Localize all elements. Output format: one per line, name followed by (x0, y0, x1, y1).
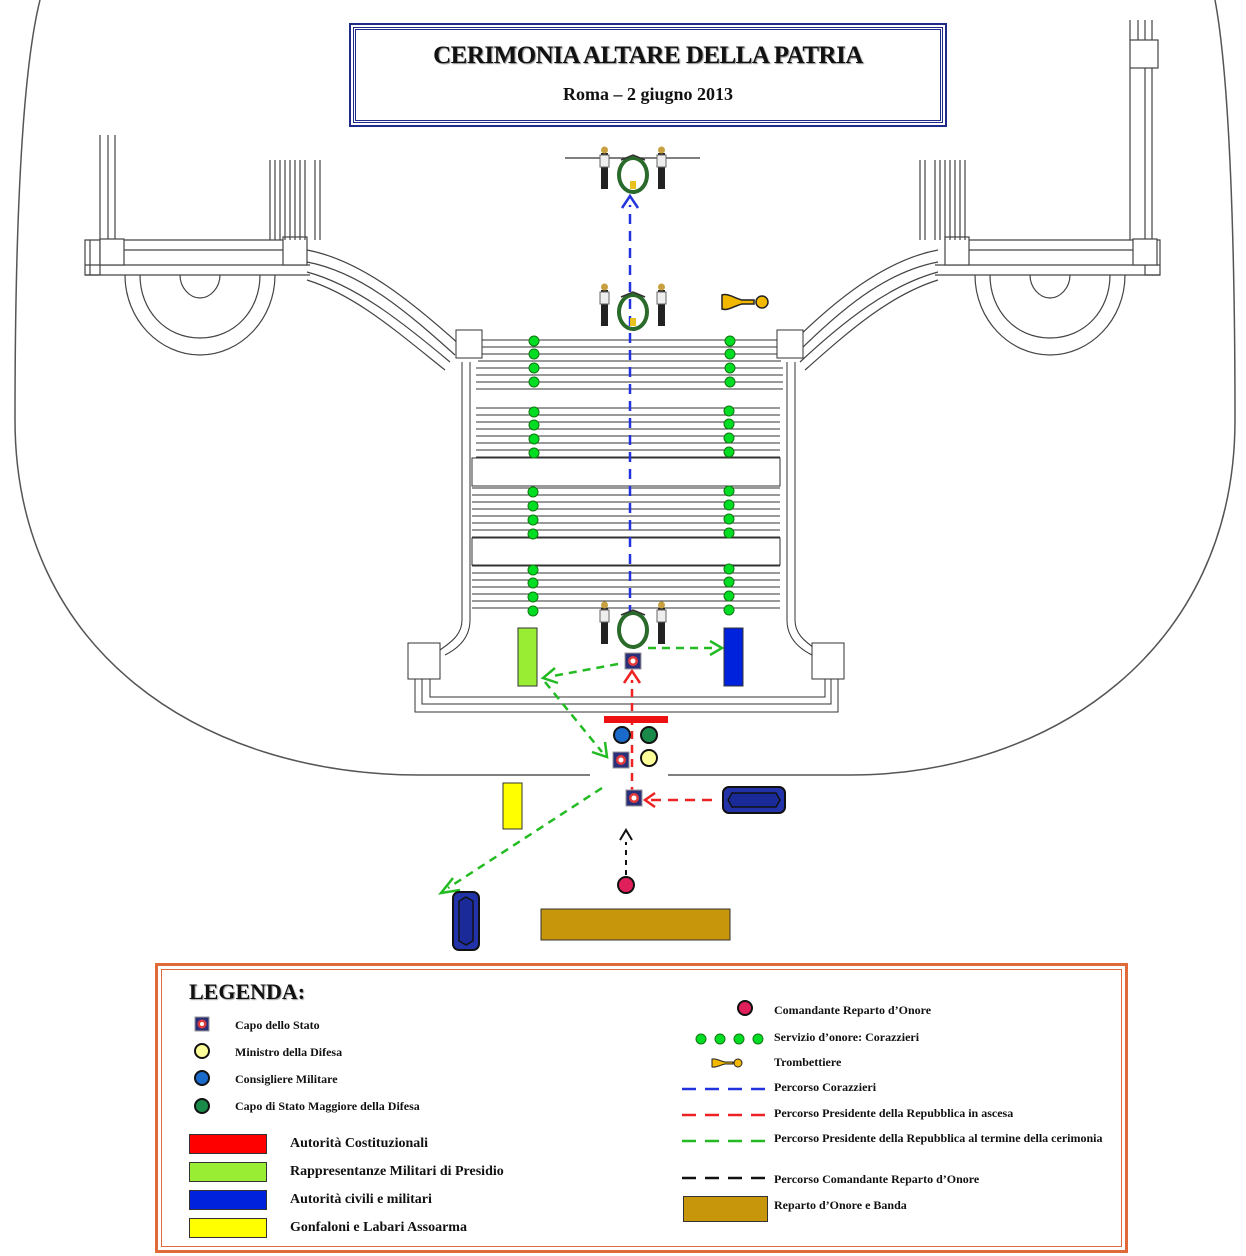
car-left-icon (452, 891, 480, 951)
consigliere-militare-marker (613, 726, 631, 744)
legend-item-capo-stato-maggiore: Capo di Stato Maggiore della Difesa (235, 1099, 420, 1113)
comandante-icon (737, 1000, 753, 1016)
page-subtitle: Roma – 2 giugno 2013 (562, 84, 733, 104)
capo-stato-icon (194, 1016, 210, 1032)
left-wing (84, 135, 461, 371)
capo-stato-icon-2 (612, 751, 630, 769)
title-box: CERIMONIA ALTARE DELLA PATRIA Roma – 2 g… (353, 27, 943, 123)
swatch-gonfaloni (189, 1218, 267, 1238)
legend-item-percorso-ascesa: Percorso Presidente della Repubblica in … (774, 1106, 1014, 1120)
percorso-corazzieri-arrow (620, 193, 640, 209)
capo-stato-icon-3 (625, 789, 643, 807)
wreath-guards-mid (599, 283, 667, 331)
percorso-termine-path (438, 639, 725, 895)
autorita-costituzionali-bar (604, 716, 668, 723)
capo-stato-maggiore-marker (640, 726, 658, 744)
right-wing (789, 20, 1161, 371)
legend-right-icons (682, 1000, 768, 1180)
legend-item-corazzieri: Servizio d’onore: Corazzieri (774, 1030, 920, 1044)
piazza-boundary (14, 0, 1236, 776)
corazzieri-icon (695, 1033, 764, 1045)
wreath-guards-top (599, 146, 667, 194)
reparto-onore-block (540, 908, 731, 941)
legend-item-consigliere: Consigliere Militare (235, 1072, 338, 1086)
legend-item-capo-stato: Capo dello Stato (235, 1018, 320, 1032)
legend-item-ministro: Ministro della Difesa (235, 1045, 343, 1059)
legend-item-reparto-onore: Reparto d’Onore e Banda (774, 1198, 907, 1212)
legend-item-percorso-comandante: Percorso Comandante Reparto d’Onore (774, 1172, 980, 1186)
gonfaloni-block (502, 782, 523, 830)
capo-stato-icon-1 (624, 652, 642, 670)
percorso-ascesa-side-arrow (642, 791, 656, 809)
trombettiere-legend-icon (711, 1058, 743, 1068)
swatch-rappresentanze-militari (189, 1162, 267, 1182)
legend-item-rappresentanze-militari: Rappresentanze Militari di Presidio (290, 1164, 504, 1179)
legend-item-percorso-corazzieri: Percorso Corazzieri (774, 1080, 877, 1094)
legend: LEGENDA: Capo dello Stato Ministro della… (155, 963, 1128, 1253)
legend-item-trombettiere: Trombettiere (774, 1055, 842, 1069)
trombettiere-icon (721, 293, 769, 311)
legend-item-comandante: Comandante Reparto d’Onore (774, 1003, 932, 1017)
car-right-icon (722, 786, 786, 814)
wreath-guards-bottom (599, 601, 667, 649)
swatch-autorita-costituzionali (189, 1134, 267, 1154)
ministro-difesa-marker (640, 749, 658, 767)
legend-item-percorso-termine: Percorso Presidente della Repubblica al … (774, 1131, 1103, 1145)
legend-item-autorita-costituzionali: Autorità Costituzionali (290, 1136, 429, 1151)
page-title: CERIMONIA ALTARE DELLA PATRIA (433, 42, 863, 69)
legend-title: LEGENDA: (189, 979, 306, 1004)
legend-item-autorita-civili: Autorità civili e militari (290, 1192, 432, 1207)
rappresentanze-militari-block (517, 627, 538, 687)
ministro-icon (194, 1043, 210, 1059)
swatch-autorita-civili (189, 1190, 267, 1210)
comandante-marker (617, 876, 635, 894)
consigliere-icon (194, 1070, 210, 1086)
corazzieri-dots (527, 335, 736, 617)
legend-left-icons (194, 1016, 210, 1114)
autorita-civili-block (723, 627, 744, 687)
percorso-comandante-arrow (619, 828, 633, 841)
legend-item-gonfaloni: Gonfaloni e Labari Assoarma (290, 1220, 467, 1235)
percorso-ascesa-arrow (622, 668, 642, 684)
reparto-swatch-icon (683, 1196, 768, 1222)
capo-stato-maggiore-icon (194, 1098, 210, 1114)
